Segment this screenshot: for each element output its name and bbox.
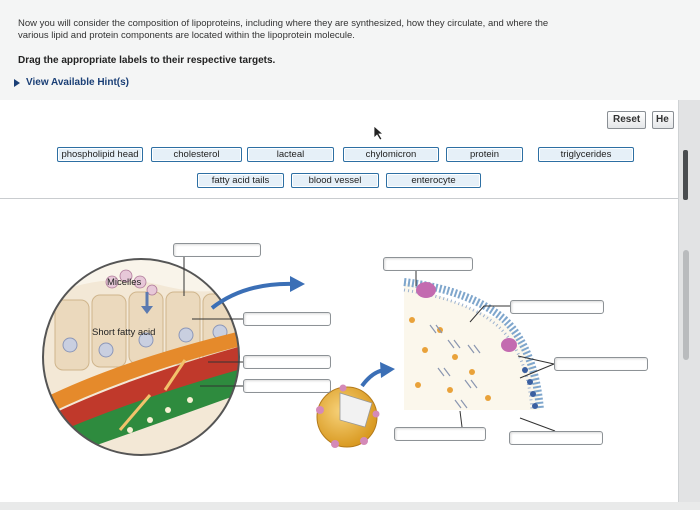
drop-target-9[interactable] [509,431,603,445]
label-chylomicron[interactable]: chylomicron [343,147,439,162]
question-header: Now you will consider the composition of… [0,0,700,101]
lipoprotein-wedge [403,278,544,411]
mouse-cursor-icon [373,125,385,141]
task-prompt: Drag the appropriate labels to their res… [18,55,276,66]
drop-target-3[interactable] [243,355,331,369]
label-fatty-acid-tails[interactable]: fatty acid tails [197,173,284,188]
short-fatty-acid-text: Short fatty acid [92,327,155,338]
label-phospholipid-head[interactable]: phospholipid head [57,147,143,162]
bank-divider [0,198,678,199]
scrollbar-indicator[interactable] [683,150,688,200]
label-protein[interactable]: protein [446,147,523,162]
reset-button[interactable]: Reset [607,111,647,129]
drop-target-1[interactable] [173,243,261,257]
scrollbar-thumb[interactable] [683,250,689,360]
drop-target-6[interactable] [510,300,604,314]
instructions-line-2: various lipid and protein components are… [18,30,355,41]
drop-target-5[interactable] [383,257,473,271]
drop-target-2[interactable] [243,312,331,326]
drop-target-7[interactable] [554,357,648,371]
drop-target-8[interactable] [394,427,486,441]
label-cholesterol[interactable]: cholesterol [151,147,242,162]
micelles-text: Micelles [107,277,142,288]
instructions-line-1: Now you will consider the composition of… [18,18,549,29]
view-hints-toggle[interactable]: View Available Hint(s) [14,77,129,88]
help-button[interactable]: He [652,111,674,129]
magnifier-circle [42,258,240,456]
intestine-cross-section [43,259,239,455]
scrollbar-track[interactable] [679,100,700,502]
expand-triangle-icon [14,78,20,87]
chylomicron-particle [316,384,380,448]
arrow-to-lymph [210,281,297,310]
instructions-text: Now you will consider the composition of… [18,18,618,42]
label-blood-vessel[interactable]: blood vessel [291,173,379,188]
drop-target-4[interactable] [243,379,331,393]
view-hints-label: View Available Hint(s) [26,77,129,88]
label-triglycerides[interactable]: triglycerides [538,147,634,162]
label-lacteal[interactable]: lacteal [247,147,334,162]
label-enterocyte[interactable]: enterocyte [386,173,481,188]
